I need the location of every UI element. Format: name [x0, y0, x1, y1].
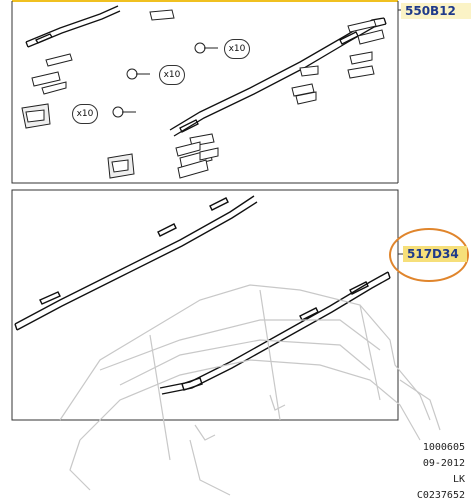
vehicle-outline — [59, 284, 441, 496]
reference-date: 09-2012 — [422, 458, 465, 469]
top-parts-frame — [11, 0, 403, 184]
part-group-label-middle[interactable]: 517D34 — [403, 246, 467, 262]
reference-number: 1000605 — [422, 442, 465, 453]
mounting-brackets — [21, 103, 135, 179]
roof-rail-assembly — [14, 195, 391, 395]
reference-code: LK — [452, 474, 465, 485]
screw-clips — [112, 42, 218, 118]
roof-rail-left-part — [25, 5, 121, 48]
quantity-badge-clip-a: x10 — [224, 39, 250, 59]
reference-id: C0237652 — [416, 490, 465, 501]
rail-end-caps — [31, 9, 385, 179]
highlight-callout — [389, 228, 469, 282]
quantity-badge-clip-c: x10 — [72, 104, 98, 124]
diagram-reference-info: 1000605 09-2012 LK C0237652 — [417, 440, 465, 504]
quantity-badge-clip-b: x10 — [159, 65, 185, 85]
part-group-label-top[interactable]: 550B12 — [401, 3, 471, 19]
